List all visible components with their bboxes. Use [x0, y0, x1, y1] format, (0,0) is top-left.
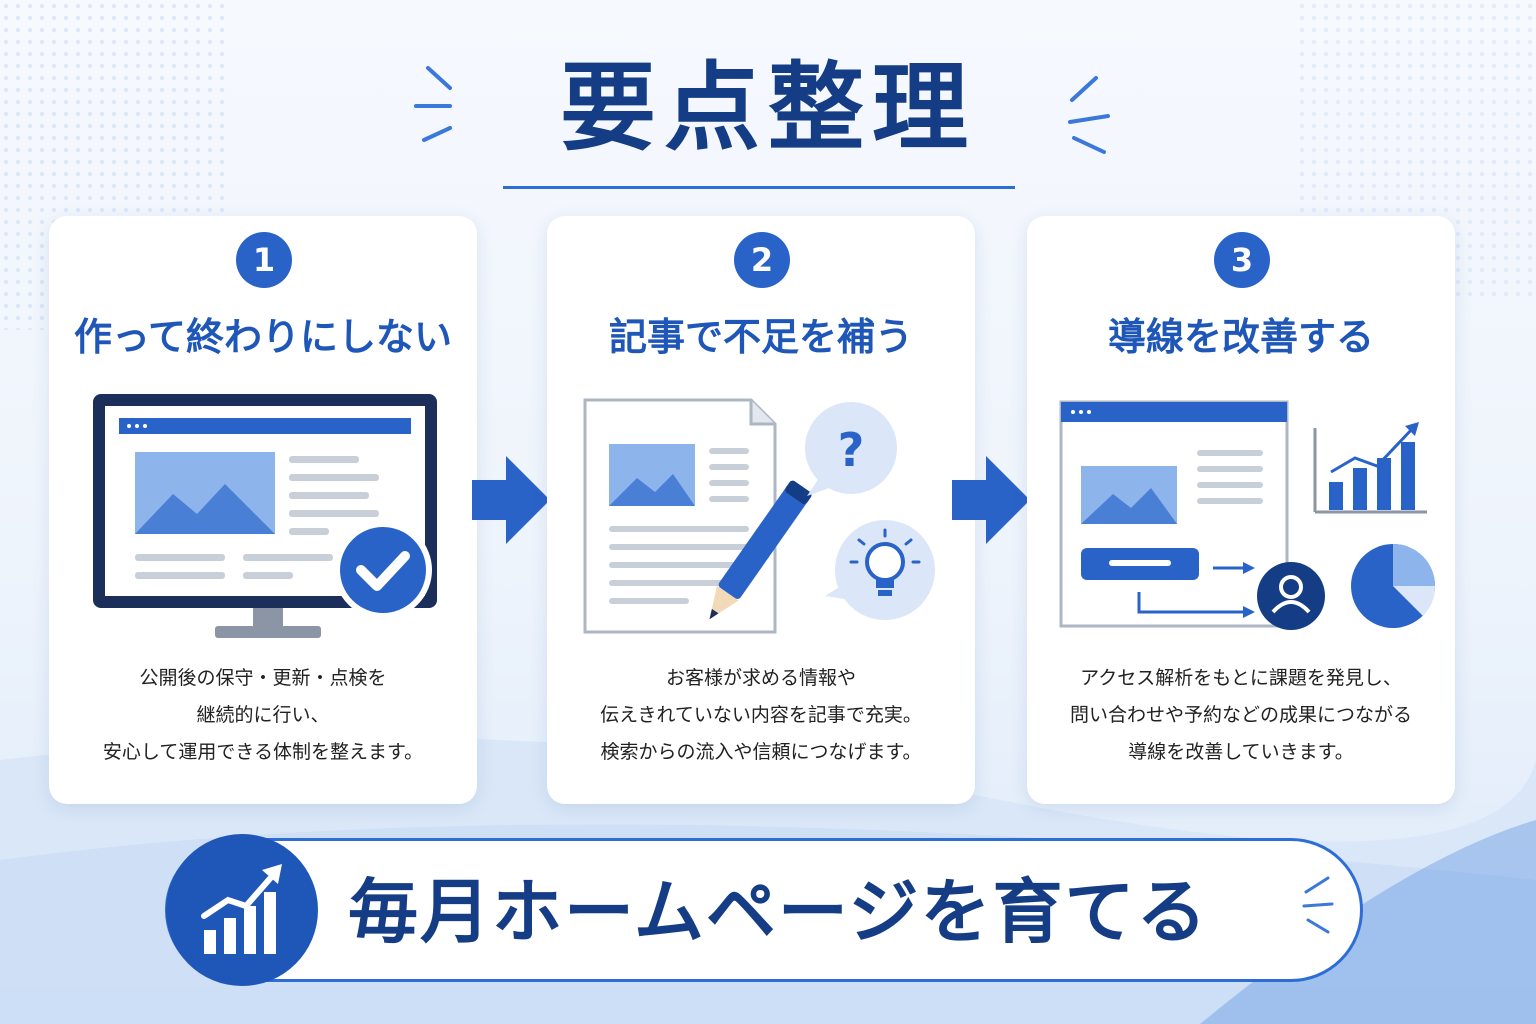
arrow-right-icon [952, 456, 1030, 544]
lightbulb-icon [849, 528, 921, 596]
step-heading: 記事で不足を補う [608, 315, 913, 359]
step-card-1: 1 作って終わりにしない 公開後の保守・更新・点検を 継続的に行い、 安心して運… [49, 216, 477, 804]
document-pencil-icon: ? [583, 398, 935, 634]
page-title: 要点整理 [560, 52, 976, 164]
step-card-2: 2 記事で不足を補う ? [547, 216, 975, 804]
step-number-badge: 1 [236, 232, 292, 288]
step-card-3: 3 導線を改善する アクセス解析をもとに課題を発見し、 問い合わせや予約 [1027, 216, 1455, 804]
banner-accent [1302, 876, 1334, 934]
step-heading: 導線を改善する [1107, 315, 1374, 359]
step-number-badge: 2 [734, 232, 790, 288]
step-description: アクセス解析をもとに課題を発見し、 問い合わせや予約などの成果につながる 導線を… [1069, 667, 1412, 763]
growth-chart-icon [166, 834, 318, 986]
banner-text: 毎月ホームページを育てる [348, 871, 1209, 953]
arrow-right-icon [472, 456, 550, 544]
step-description: お客様が求める情報や 伝えきれていない内容を記事で充実。 検索からの流入や信頼に… [600, 667, 922, 763]
question-mark-icon: ? [838, 423, 865, 477]
step-heading: 作って終わりにしない [73, 315, 453, 359]
step-number-badge: 3 [1214, 232, 1270, 288]
step-description: 公開後の保守・更新・点検を 継続的に行い、 安心して運用できる体制を整えます。 [102, 667, 424, 763]
title-accent-right [1068, 76, 1110, 154]
analytics-icon [1059, 400, 1436, 630]
summary-banner [165, 838, 1363, 982]
title-underline [503, 186, 1015, 189]
monitor-check-icon [93, 394, 437, 638]
title-accent-left [414, 66, 452, 142]
